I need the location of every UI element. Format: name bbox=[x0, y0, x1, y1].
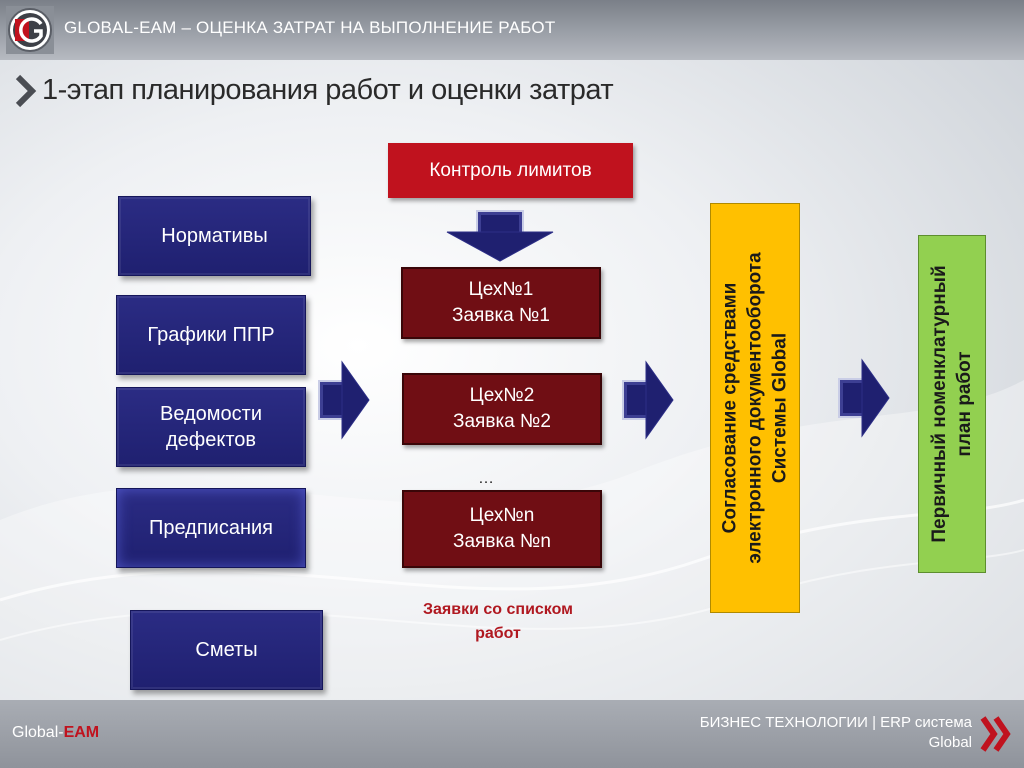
plan-box: Первичный номенклатурный план работ bbox=[918, 235, 986, 573]
request-box-n: Цех№n Заявка №n bbox=[402, 490, 602, 568]
input-estimates: Сметы bbox=[130, 610, 323, 690]
header-bar: GLOBAL-EAM – ОЦЕНКА ЗАТРАТ НА ВЫПОЛНЕНИЕ… bbox=[0, 0, 1024, 60]
request-n-number: Заявка №n bbox=[453, 531, 551, 552]
requests-caption-line1: Заявки со списком bbox=[423, 601, 573, 618]
request-box-2: Цех№2 Заявка №2 bbox=[402, 373, 602, 445]
chevron-right-icon bbox=[15, 74, 37, 108]
global-system-logo bbox=[6, 6, 54, 54]
approval-line1: Согласование средствами bbox=[719, 282, 741, 534]
request-2-workshop: Цех№2 bbox=[469, 385, 535, 406]
limits-control-box: Контроль лимитов bbox=[388, 143, 633, 198]
page-title: 1-этап планирования работ и оценки затра… bbox=[42, 74, 614, 106]
input-norms-label: Нормативы bbox=[161, 225, 268, 247]
approval-box: Согласование средствами электронного док… bbox=[710, 203, 800, 613]
footer-bar: Global-EAM БИЗНЕС ТЕХНОЛОГИИ | ERP систе… bbox=[0, 700, 1024, 768]
approval-line2: электронного документооборота bbox=[744, 252, 766, 564]
request-1-number: Заявка №1 bbox=[452, 305, 550, 326]
plan-text: Первичный номенклатурный план работ bbox=[927, 265, 977, 542]
approval-text: Согласование средствами электронного док… bbox=[718, 252, 793, 563]
right-arrow-2 bbox=[622, 360, 674, 440]
request-n-workshop: Цех№n bbox=[469, 505, 535, 526]
requests-caption: Заявки со списком работ bbox=[398, 598, 598, 646]
down-arrow bbox=[446, 210, 554, 262]
input-defect-lists-line1: Ведомости bbox=[159, 403, 263, 425]
footer-tagline: БИЗНЕС ТЕХНОЛОГИИ | ERP система Global bbox=[700, 713, 972, 753]
input-estimates-label: Сметы bbox=[195, 639, 258, 661]
input-orders-label: Предписания bbox=[148, 517, 274, 539]
input-orders: Предписания bbox=[116, 488, 306, 568]
input-norms: Нормативы bbox=[118, 196, 311, 276]
plan-line2: план работ bbox=[954, 351, 975, 457]
request-1-workshop: Цех№1 bbox=[468, 279, 534, 300]
plan-line1: Первичный номенклатурный bbox=[929, 265, 950, 543]
ellipsis: … bbox=[478, 470, 496, 487]
header-title: GLOBAL-EAM – ОЦЕНКА ЗАТРАТ НА ВЫПОЛНЕНИЕ… bbox=[64, 18, 556, 37]
footer-brand-accent: EAM bbox=[63, 724, 100, 741]
approval-line3: Системы Global bbox=[769, 332, 791, 484]
requests-caption-line2: работ bbox=[475, 625, 521, 642]
right-arrow-3 bbox=[838, 358, 890, 438]
request-2-number: Заявка №2 bbox=[453, 411, 551, 432]
double-chevron-right-icon bbox=[980, 716, 1011, 752]
request-box-1: Цех№1 Заявка №1 bbox=[401, 267, 601, 339]
footer-tagline-line2: Global bbox=[928, 734, 972, 751]
input-ppr-schedules: Графики ППР bbox=[116, 295, 306, 375]
input-defect-lists: Ведомости дефектов bbox=[116, 387, 306, 467]
right-arrow-1 bbox=[318, 360, 370, 440]
footer-tagline-line1: БИЗНЕС ТЕХНОЛОГИИ | ERP система bbox=[699, 714, 972, 731]
input-defect-lists-line2: дефектов bbox=[165, 429, 257, 451]
input-ppr-schedules-label: Графики ППР bbox=[147, 324, 275, 346]
footer-brand: Global-EAM bbox=[12, 724, 99, 742]
limits-control-label: Контроль лимитов bbox=[429, 159, 592, 181]
footer-brand-prefix: Global- bbox=[12, 724, 64, 741]
